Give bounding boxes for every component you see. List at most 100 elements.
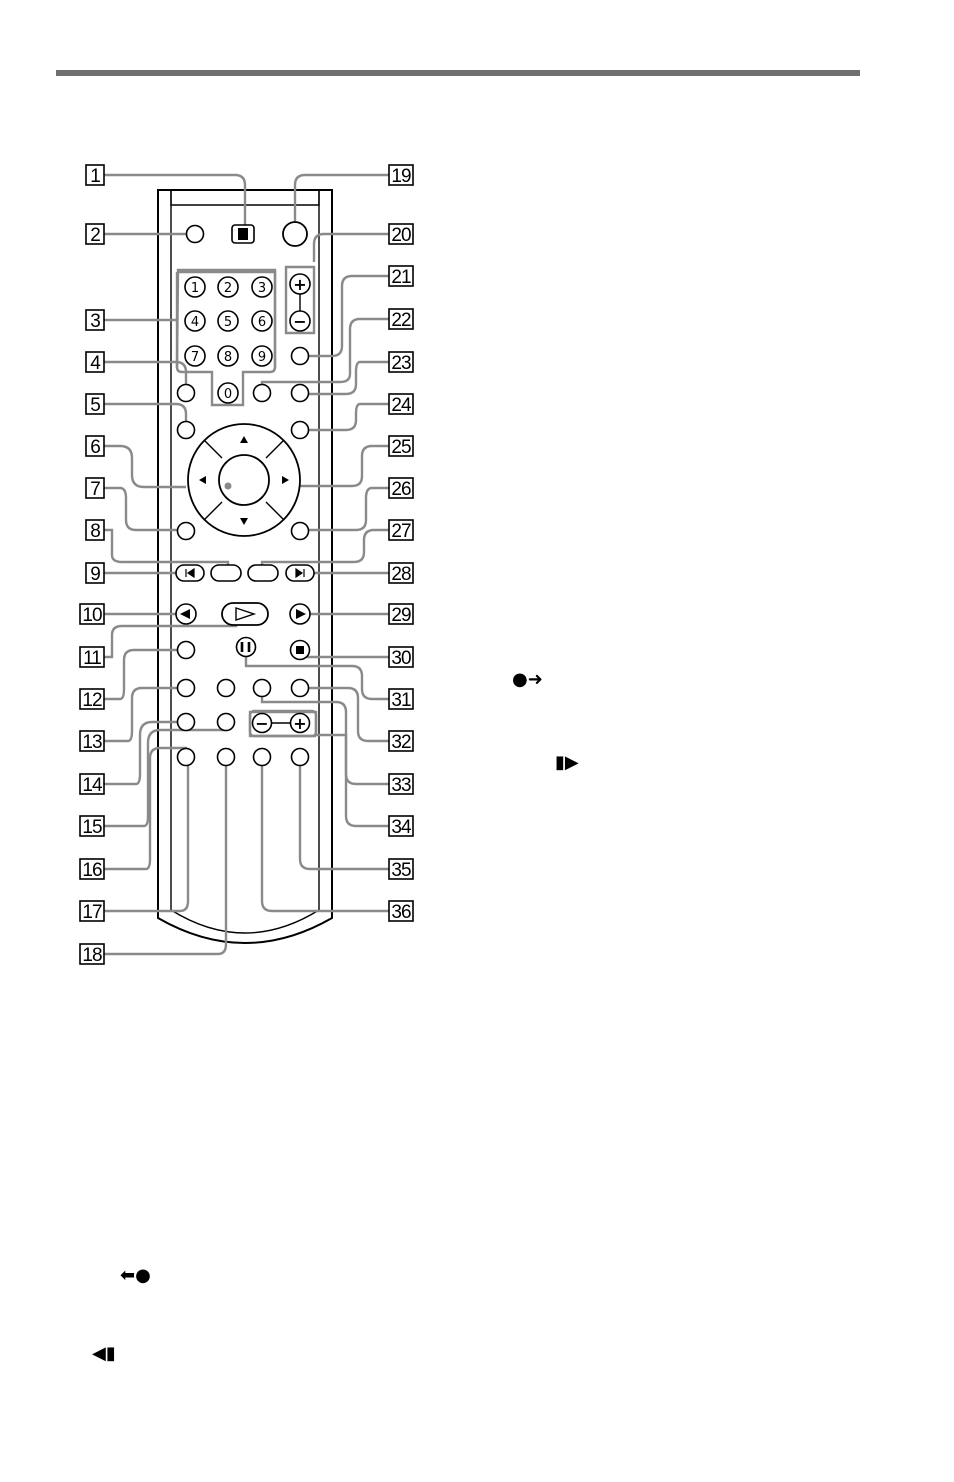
callout-number: 13 <box>82 732 102 753</box>
callout-left-1: 1 <box>86 165 104 187</box>
volume-minus-label: − <box>293 312 306 331</box>
key-0[interactable]: 0 <box>218 383 238 403</box>
key-7-label: 7 <box>191 350 199 365</box>
callout-number: 18 <box>82 945 102 966</box>
callout-right-4: 22 <box>389 309 413 331</box>
callout-labels: 1234567891011121314151617181920212223242… <box>80 165 413 966</box>
callout-right-15: 33 <box>389 774 413 796</box>
instant-replay-button[interactable] <box>211 565 241 581</box>
callout-number: 21 <box>391 267 411 288</box>
callout-right-12: 30 <box>389 647 413 669</box>
key-8-label: 8 <box>224 350 232 365</box>
stop-icon <box>296 646 304 654</box>
callout-number: 27 <box>391 521 411 542</box>
callout-left-16: 16 <box>80 859 104 881</box>
button-33a[interactable] <box>254 680 271 697</box>
power-button-2[interactable] <box>187 226 204 243</box>
callout-number: 2 <box>90 225 100 246</box>
callout-right-8: 26 <box>389 478 413 500</box>
callout-left-15: 15 <box>80 816 104 838</box>
pause-button[interactable] <box>237 638 256 657</box>
button-5[interactable] <box>178 422 195 439</box>
key-5[interactable]: 5 <box>218 311 238 331</box>
inline-symbols: ●➜ ▮▶ ⬅● ◀▮ <box>92 669 579 1364</box>
callout-right-17: 35 <box>389 859 413 881</box>
play-button[interactable] <box>222 603 268 625</box>
button-16[interactable] <box>218 714 235 731</box>
callout-number: 15 <box>82 817 102 838</box>
callout-number: 17 <box>82 902 102 923</box>
callout-left-9: 9 <box>86 563 104 585</box>
callout-right-16: 34 <box>389 816 413 838</box>
key-2[interactable]: 2 <box>218 277 238 297</box>
button-12[interactable] <box>178 642 195 659</box>
button-18a[interactable] <box>218 680 235 697</box>
adjust-pair: − + <box>250 711 316 736</box>
instant-advance-symbol: ●➜ <box>512 669 543 690</box>
callout-number: 22 <box>391 310 411 331</box>
button-21[interactable] <box>292 348 309 365</box>
callout-left-13: 13 <box>80 731 104 753</box>
instant-replay-symbol: ⬅● <box>120 1265 151 1286</box>
key-7[interactable]: 7 <box>185 346 205 366</box>
key-8[interactable]: 8 <box>218 346 238 366</box>
callout-left-18: 18 <box>80 944 104 966</box>
leader-dot <box>225 483 232 490</box>
button-18[interactable] <box>218 749 235 766</box>
callout-right-6: 24 <box>389 394 413 416</box>
key-1[interactable]: 1 <box>185 277 205 297</box>
volume-minus-button[interactable]: − <box>290 311 310 331</box>
callout-number: 25 <box>391 437 411 458</box>
key-9[interactable]: 9 <box>252 346 272 366</box>
callout-number: 10 <box>82 605 102 626</box>
callout-right-7: 25 <box>389 436 413 458</box>
button-22[interactable] <box>254 385 271 402</box>
callout-right-10: 28 <box>389 563 413 585</box>
adjust-plus-button[interactable]: + <box>291 714 310 734</box>
callout-right-14: 32 <box>389 731 413 753</box>
callout-number: 32 <box>391 732 411 753</box>
button-36[interactable] <box>254 749 271 766</box>
button-7[interactable] <box>178 523 195 540</box>
callout-right-9: 27 <box>389 520 413 542</box>
key-4[interactable]: 4 <box>185 311 205 331</box>
callout-left-10: 10 <box>80 604 104 626</box>
volume-plus-button[interactable]: + <box>290 274 310 294</box>
button-4[interactable] <box>178 385 195 402</box>
key-5-label: 5 <box>224 315 232 330</box>
callout-left-17: 17 <box>80 901 104 923</box>
callout-number: 4 <box>90 353 101 374</box>
adjust-minus-button[interactable]: − <box>253 714 272 734</box>
volume-plus-label: + <box>293 275 306 294</box>
callout-number: 6 <box>90 437 100 458</box>
callout-right-2: 20 <box>389 224 413 246</box>
power-button-19[interactable] <box>283 222 307 246</box>
mode-switch-slider <box>238 228 248 240</box>
callout-number: 24 <box>391 395 412 416</box>
button-23[interactable] <box>292 385 309 402</box>
callout-number: 7 <box>90 479 100 500</box>
slow-reverse-symbol: ◀▮ <box>92 1343 116 1364</box>
button-35[interactable] <box>292 749 309 766</box>
key-6[interactable]: 6 <box>252 311 272 331</box>
callout-number: 26 <box>391 479 411 500</box>
callout-number: 3 <box>90 311 100 332</box>
callout-number: 36 <box>391 902 411 923</box>
button-24[interactable] <box>292 422 309 439</box>
key-1-label: 1 <box>191 281 199 296</box>
button-17[interactable] <box>178 749 195 766</box>
button-14[interactable] <box>178 714 195 731</box>
callout-left-6: 6 <box>86 436 104 458</box>
callout-number: 12 <box>82 690 102 711</box>
key-3[interactable]: 3 <box>252 277 272 297</box>
callout-number: 5 <box>90 395 100 416</box>
callout-number: 31 <box>391 690 411 711</box>
instant-advance-button[interactable] <box>248 565 278 581</box>
key-6-label: 6 <box>258 315 266 330</box>
button-32[interactable] <box>292 680 309 697</box>
enter-button[interactable] <box>219 455 269 505</box>
callout-number: 33 <box>391 775 411 796</box>
button-26[interactable] <box>292 523 309 540</box>
button-13[interactable] <box>178 680 195 697</box>
